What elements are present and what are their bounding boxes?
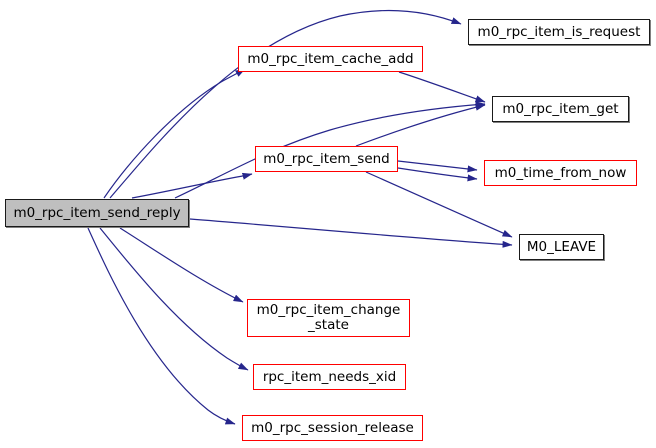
node-label-is_request: m0_rpc_item_is_request — [477, 23, 641, 40]
node-label-m0_leave: M0_LEAVE — [526, 238, 597, 255]
node-label-change_state: m0_rpc_item_change _state — [256, 302, 401, 333]
edges-group — [87, 9, 513, 425]
node-item_get[interactable]: m0_rpc_item_get — [492, 96, 629, 122]
node-label-item_send: m0_rpc_item_send — [263, 150, 390, 167]
call-edge-send_reply-to-session_release — [87, 227, 236, 425]
node-label-send_reply: m0_rpc_item_send_reply — [13, 204, 181, 221]
node-change_state[interactable]: m0_rpc_item_change _state — [247, 299, 410, 337]
node-label-session_release: m0_rpc_session_release — [251, 419, 414, 436]
call-edge-item_send-to-time_from_now — [397, 167, 478, 182]
node-m0_leave[interactable]: M0_LEAVE — [519, 234, 604, 260]
node-cache_add[interactable]: m0_rpc_item_cache_add — [238, 46, 423, 72]
call-edge-item_send-to-time_from_now — [397, 160, 478, 173]
node-session_release[interactable]: m0_rpc_session_release — [242, 415, 423, 441]
node-is_request[interactable]: m0_rpc_item_is_request — [468, 19, 650, 45]
call-edge-send_reply-to-item_send — [131, 172, 253, 199]
call-edge-send_reply-to-needs_xid — [99, 227, 249, 371]
call-edge-item_send-to-item_get — [355, 103, 486, 147]
node-needs_xid[interactable]: rpc_item_needs_xid — [253, 364, 406, 390]
node-send_reply[interactable]: m0_rpc_item_send_reply — [5, 199, 189, 227]
call-edge-cache_add-to-item_get — [398, 71, 486, 103]
node-time_from_now[interactable]: m0_time_from_now — [484, 160, 637, 186]
call-edge-send_reply-to-cache_add — [103, 68, 246, 199]
call-edge-send_reply-to-m0_leave — [189, 218, 513, 248]
node-label-item_get: m0_rpc_item_get — [502, 100, 619, 117]
call-edge-send_reply-to-change_state — [119, 227, 244, 303]
node-item_send[interactable]: m0_rpc_item_send — [255, 146, 398, 172]
node-label-needs_xid: rpc_item_needs_xid — [262, 368, 397, 385]
call-edge-send_reply-to-item_get — [174, 101, 486, 199]
call-edge-send_reply-to-is_request — [109, 9, 462, 199]
node-label-time_from_now: m0_time_from_now — [494, 164, 627, 181]
node-label-cache_add: m0_rpc_item_cache_add — [247, 50, 414, 67]
call-edge-item_send-to-m0_leave — [365, 171, 513, 238]
